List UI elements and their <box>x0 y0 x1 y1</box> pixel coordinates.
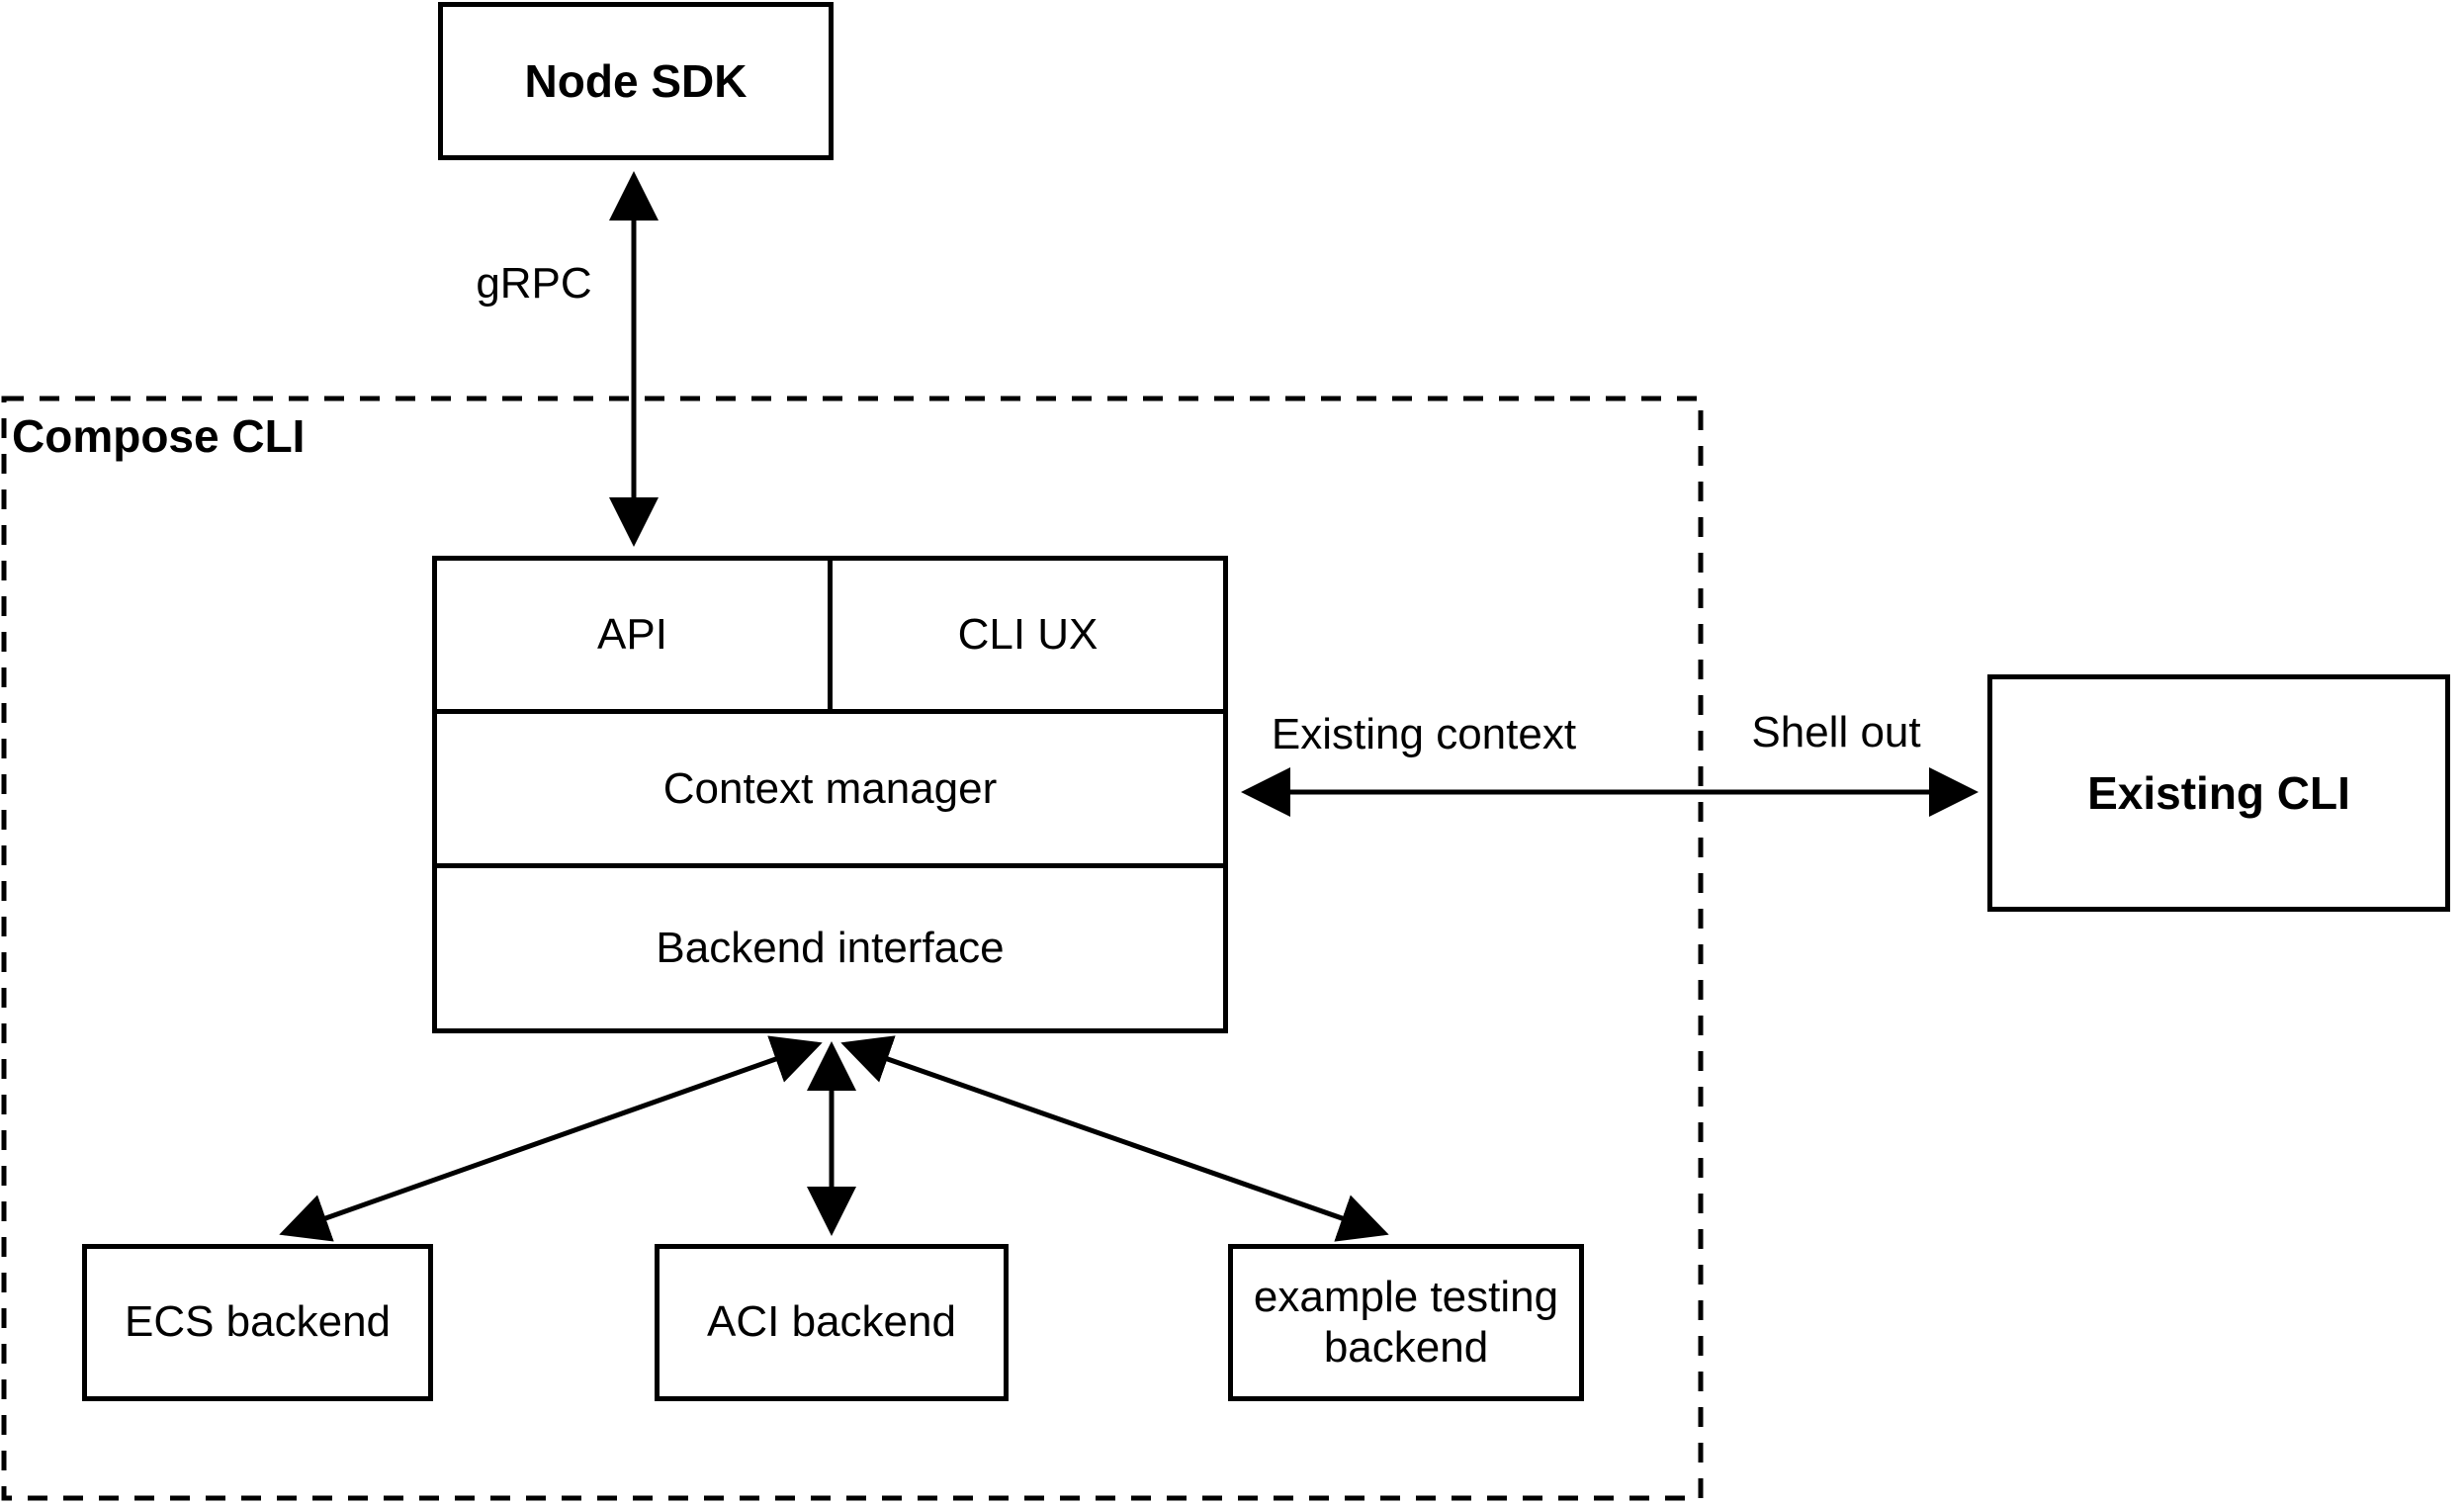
existing-cli-label: Existing CLI <box>2087 766 2350 819</box>
top-row: API CLI UX <box>437 561 1223 714</box>
example-testing-backend-box: example testing backend <box>1228 1244 1584 1401</box>
api-label: API <box>597 610 667 659</box>
backend-interface-cell: Backend interface <box>437 868 1223 1028</box>
cli-ux-label: CLI UX <box>957 610 1099 659</box>
compose-cli-container-label: Compose CLI <box>12 410 306 462</box>
grpc-edge-label: gRPC <box>476 259 592 308</box>
existing-context-edge-label: Existing context <box>1271 710 1577 758</box>
compose-cli-core-box: API CLI UX Context manager Backend inter… <box>432 556 1228 1033</box>
example-testing-backend-label: example testing backend <box>1253 1272 1559 1372</box>
context-manager-label: Context manager <box>662 763 998 813</box>
shell-out-edge-label: Shell out <box>1751 708 1921 756</box>
node-sdk-box: Node SDK <box>438 2 834 160</box>
api-cell: API <box>437 561 833 709</box>
node-sdk-label: Node SDK <box>524 54 748 107</box>
backend-interface-label: Backend interface <box>656 924 1005 972</box>
context-manager-cell: Context manager <box>437 714 1223 868</box>
cli-ux-cell: CLI UX <box>833 561 1223 709</box>
aci-backend-label: ACI backend <box>707 1297 956 1347</box>
existing-cli-box: Existing CLI <box>1987 674 2450 912</box>
ecs-backend-label: ECS backend <box>124 1297 392 1347</box>
backend-to-ecs-arrow <box>279 1035 823 1242</box>
ecs-backend-box: ECS backend <box>82 1244 433 1401</box>
aci-backend-box: ACI backend <box>655 1244 1009 1401</box>
backend-to-example-arrow <box>840 1035 1389 1242</box>
